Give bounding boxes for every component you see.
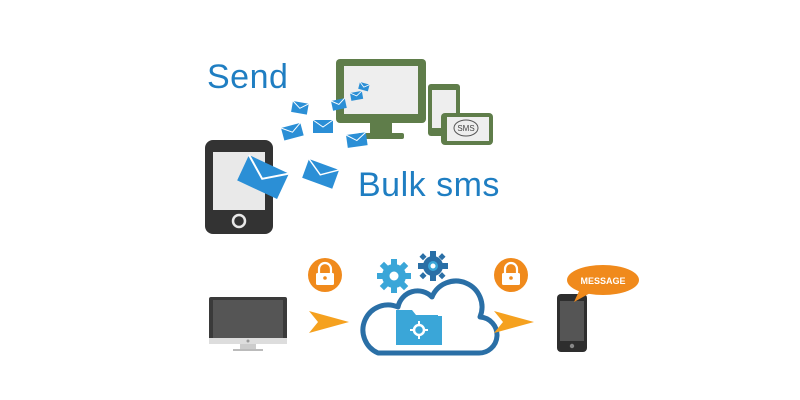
lock-icon — [494, 258, 528, 292]
smartphone-icon-small — [557, 294, 587, 352]
tablet-icon: SMS — [441, 113, 493, 145]
headline-bulk-sms: Bulk sms — [358, 166, 500, 204]
folder-icon — [396, 310, 442, 345]
desktop-monitor-icon — [336, 59, 426, 139]
envelope-icon — [291, 100, 309, 115]
imac-icon — [209, 297, 287, 351]
envelope-icon — [358, 81, 370, 92]
envelope-icon — [302, 158, 340, 189]
arrow-right-icon — [494, 311, 534, 333]
envelope-icon — [280, 122, 304, 141]
envelope-icon — [330, 97, 347, 111]
headline-send: Send — [207, 58, 289, 96]
chat-bubble-icon: MESSAGE — [567, 265, 639, 302]
message-bubble-label: MESSAGE — [580, 276, 625, 286]
gear-icon — [377, 259, 411, 293]
envelope-icon — [349, 90, 364, 101]
gear-icon — [418, 251, 448, 281]
envelope-icon — [345, 131, 368, 148]
arrow-right-icon — [309, 311, 349, 333]
envelope-icon — [312, 119, 334, 133]
tablet-sms-label: SMS — [457, 124, 474, 133]
lock-icon — [308, 258, 342, 292]
envelope-icon — [237, 154, 290, 199]
